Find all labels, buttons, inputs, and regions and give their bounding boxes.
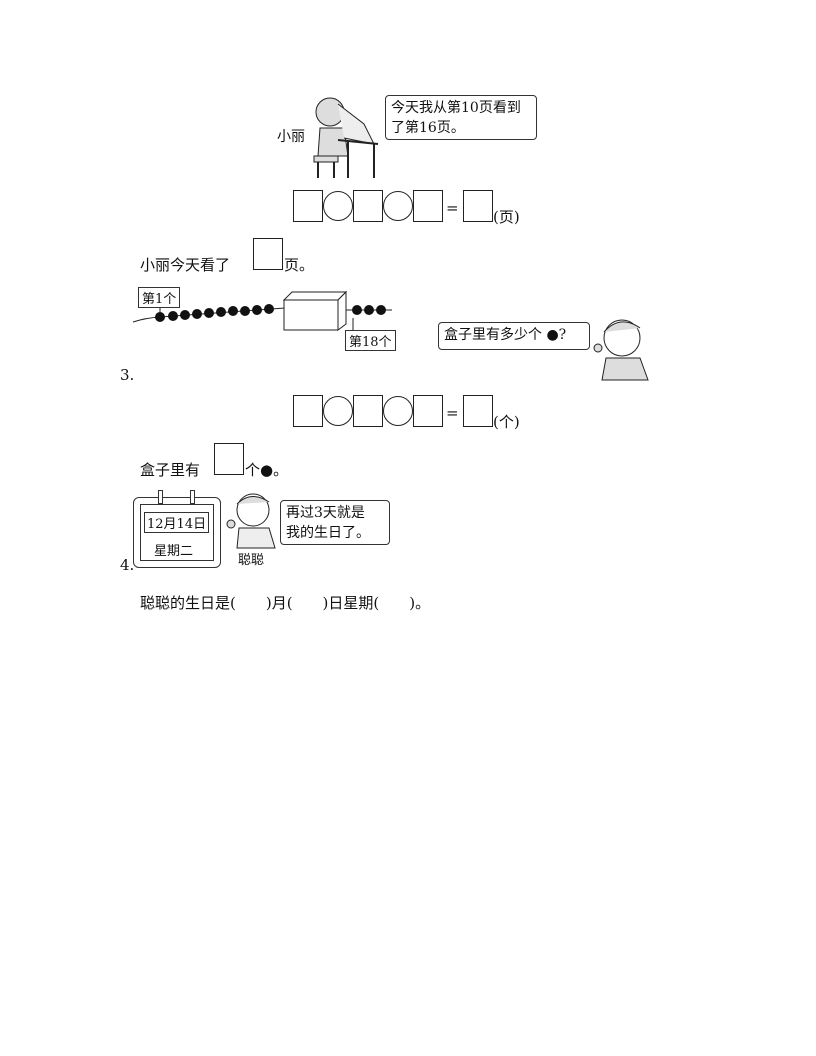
answer-suffix: 个●。 bbox=[245, 461, 289, 479]
first-bead-label: 第1个 bbox=[138, 287, 181, 308]
speech-line: 了第16页。 bbox=[391, 120, 465, 136]
answer-box[interactable] bbox=[353, 395, 383, 427]
answer-box[interactable] bbox=[413, 395, 443, 427]
answer-box[interactable] bbox=[293, 190, 323, 222]
calendar-weekday: 星期二 bbox=[154, 544, 194, 559]
girl-name-label: 小丽 bbox=[277, 129, 305, 145]
equals-sign: = bbox=[446, 404, 459, 422]
speech-line: 我的生日了。 bbox=[286, 525, 370, 541]
girl-reading-illustration bbox=[313, 97, 379, 178]
congcong-speech-bubble: 再过3天就是 我的生日了。 bbox=[280, 500, 390, 545]
boy-speech-bubble: 盒子里有多少个 ●? bbox=[438, 322, 590, 350]
equals-sign: = bbox=[446, 199, 459, 217]
box-icon bbox=[282, 290, 348, 331]
calendar-date: 12月14日 bbox=[144, 512, 210, 533]
speech-line: 再过3天就是 bbox=[286, 505, 365, 521]
boy-illustration bbox=[593, 319, 649, 381]
answer-prefix: 小丽今天看了 bbox=[140, 256, 231, 274]
answer-suffix: 页。 bbox=[284, 256, 315, 274]
unit-label: (个) bbox=[493, 413, 520, 431]
calendar: 12月14日 星期二 bbox=[133, 497, 221, 568]
answer-box[interactable] bbox=[353, 190, 383, 222]
unit-label: (页) bbox=[493, 208, 520, 226]
bead-string-illustration bbox=[132, 290, 392, 331]
birthday-question: 聪聪的生日是( )月( )日星期( )。 bbox=[140, 594, 431, 612]
result-box[interactable] bbox=[463, 395, 493, 427]
question-number: 3. bbox=[120, 366, 135, 384]
calendar-ring bbox=[158, 490, 163, 504]
boy-name-label: 聪聪 bbox=[238, 553, 265, 568]
boy-congcong-illustration bbox=[226, 493, 276, 549]
operator-circle[interactable] bbox=[323, 191, 353, 221]
answer-box[interactable] bbox=[413, 190, 443, 222]
answer-box[interactable] bbox=[293, 395, 323, 427]
operator-circle[interactable] bbox=[383, 191, 413, 221]
question-number: 4. bbox=[120, 556, 135, 574]
operator-circle[interactable] bbox=[323, 396, 353, 426]
calendar-ring bbox=[190, 490, 195, 504]
last-bead-label: 第18个 bbox=[345, 330, 396, 351]
operator-circle[interactable] bbox=[383, 396, 413, 426]
answer-box[interactable] bbox=[214, 443, 244, 475]
result-box[interactable] bbox=[463, 190, 493, 222]
answer-box[interactable] bbox=[253, 238, 283, 270]
girl-speech-bubble: 今天我从第10页看到 了第16页。 bbox=[385, 95, 537, 140]
answer-prefix: 盒子里有 bbox=[140, 461, 201, 479]
speech-line: 今天我从第10页看到 bbox=[391, 100, 521, 116]
